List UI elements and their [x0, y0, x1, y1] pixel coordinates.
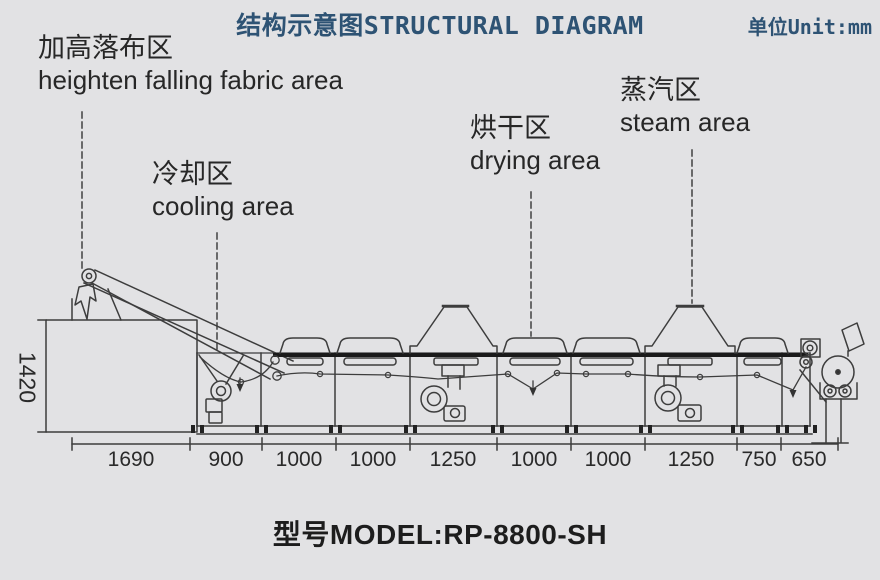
label-cooling-area: 冷却区 cooling area [152, 158, 294, 223]
dimension-value: 1250 [429, 448, 477, 471]
fabric-path [199, 355, 807, 398]
unit-label: 单位Unit:mm [747, 15, 872, 39]
dimension-value: 650 [791, 448, 827, 471]
cooling-blower [197, 353, 245, 424]
dimension-value: 1000 [349, 448, 397, 471]
inclined-conveyor [71, 268, 294, 381]
steam-area-zh: 蒸汽区 [620, 75, 701, 105]
exit-rollers [798, 322, 865, 444]
cooling-area-zh: 冷却区 [152, 159, 233, 189]
page-title: 结构示意图STRUCTURAL DIAGRAM [236, 11, 644, 40]
drying-area-zh: 烘干区 [470, 113, 551, 143]
height-dimension: 1420 [14, 351, 41, 404]
leader-lines [81, 111, 693, 351]
dimension-value: 1690 [107, 448, 155, 471]
drying-area-en: drying area [470, 144, 601, 175]
module-frame [191, 352, 817, 435]
drying-hood [409, 304, 498, 422]
dimension-value: 900 [208, 448, 244, 471]
dimension-line [71, 437, 839, 451]
steam-area-en: steam area [620, 106, 751, 137]
dimension-value: 1250 [667, 448, 715, 471]
label-drying-area: 烘干区 drying area [470, 112, 600, 177]
steam-hood [644, 304, 736, 422]
model-label: 型号MODEL:RP-8800-SH [272, 519, 608, 550]
dimension-value: 1000 [510, 448, 558, 471]
falling-area-zh: 加高落布区 [38, 33, 173, 63]
label-falling-fabric-area: 加高落布区 heighten falling fabric area [38, 32, 343, 97]
falling-area-en: heighten falling fabric area [38, 64, 343, 95]
cooling-area-en: cooling area [152, 190, 294, 221]
dimension-value: 1000 [275, 448, 323, 471]
dimension-value: 1000 [584, 448, 632, 471]
label-steam-area: 蒸汽区 steam area [620, 74, 750, 139]
module-covers [279, 337, 789, 366]
dimension-value: 750 [741, 448, 777, 471]
falling-fabric-box [37, 319, 198, 433]
